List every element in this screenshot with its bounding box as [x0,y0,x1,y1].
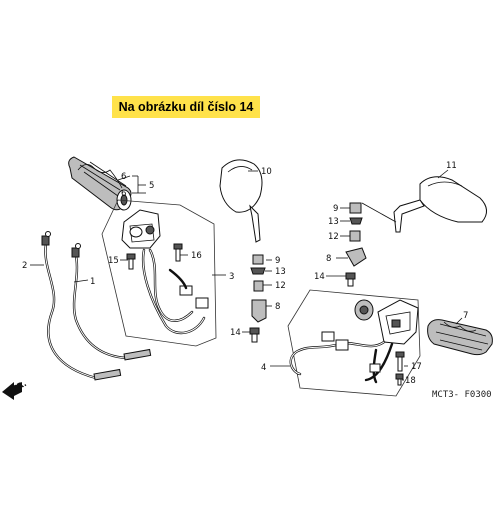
callout-6: 6 [121,172,126,182]
callout-6b: 6 [121,189,126,199]
callout-10: 10 [261,167,272,177]
callout-17: 17 [411,362,422,372]
callout-12-right: 12 [328,232,339,242]
left-mirror-hardware [249,254,267,343]
callout-18: 18 [405,376,416,386]
callout-16: 16 [191,251,202,261]
left-switch-assembly [121,209,209,335]
callout-9-right: 9 [333,204,338,214]
callout-9-left: 9 [275,256,280,266]
front-direction-arrow [2,382,22,400]
callout-7: 7 [463,311,468,321]
callout-numbers: 5 6 6 2 1 3 4 15 16 10 11 9 13 12 8 14 9… [22,161,468,386]
right-grip [427,319,493,356]
leader-lines [30,169,463,381]
right-assembly-frame [287,289,421,397]
callout-13-left: 13 [275,267,286,277]
throttle-cables [41,231,152,381]
callout-14-left: 14 [230,328,241,338]
callout-13-right: 13 [328,217,339,227]
callout-12-left: 12 [275,281,286,291]
callout-3: 3 [229,272,234,282]
callout-2: 2 [22,261,27,271]
callout-8-right: 8 [326,254,331,264]
bolt-18 [395,373,404,386]
throttle-grip [68,156,132,211]
bolt-16 [173,243,183,262]
part-number-banner: Na obrázku díl číslo 14 [112,96,260,118]
right-mirror-hardware [345,202,367,287]
callout-15: 15 [108,256,119,266]
callout-5: 5 [149,181,154,191]
bolt-17 [395,351,405,372]
callout-14-right: 14 [314,272,325,282]
left-assembly-frame [101,199,217,347]
diagram-code: MCT3- F0300 [432,390,492,400]
callout-1: 1 [90,277,95,287]
callout-11: 11 [446,161,457,171]
right-mirror [393,176,487,233]
left-mirror [219,159,263,243]
bolt-15 [126,253,136,270]
callout-8-left: 8 [275,302,280,312]
callout-4: 4 [261,363,266,373]
right-switch-assembly [289,299,419,384]
